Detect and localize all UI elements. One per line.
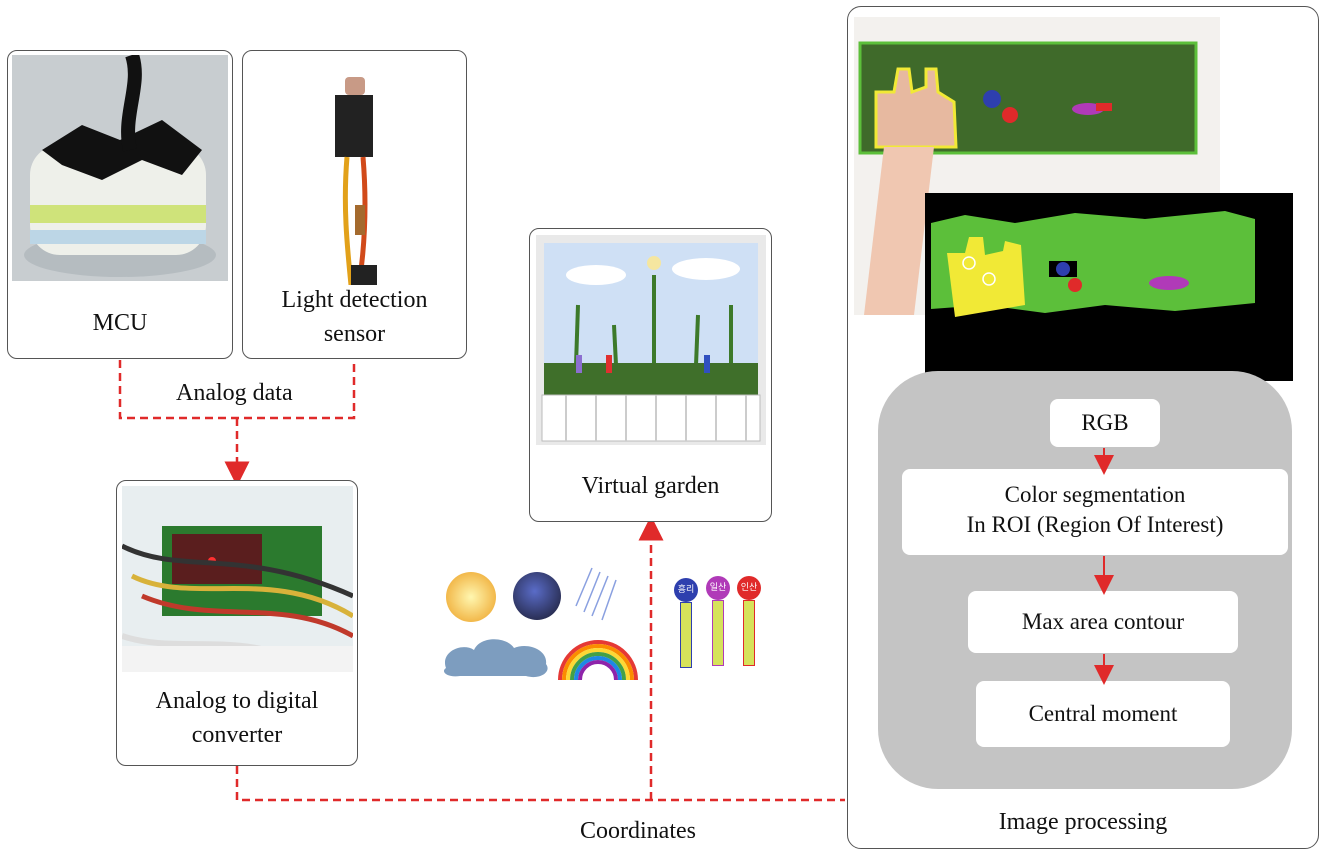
stick-tag-red-label: 인산 xyxy=(737,576,761,600)
stick-tag-blue-label: 흥리 xyxy=(674,578,698,602)
mcu-photo xyxy=(12,55,228,281)
stick-tag-red: 인산 xyxy=(737,576,761,668)
light-sensor-photo xyxy=(247,55,463,285)
adc-box: Analog to digital converter xyxy=(116,480,358,766)
light-sensor-label: Light detection sensor xyxy=(243,283,466,351)
light-sensor-label-line1: Light detection xyxy=(281,287,428,313)
cloud-icon xyxy=(443,639,548,678)
step-color-segmentation: Color segmentation In ROI (Region Of Int… xyxy=(902,469,1288,555)
step-rgb: RGB xyxy=(1050,399,1160,447)
light-sensor-label-line2: sensor xyxy=(323,321,386,347)
stick-tag-purple-label: 일산 xyxy=(706,576,730,600)
step-max-area-contour: Max area contour xyxy=(968,591,1238,653)
image-processing-panel: RGB Color segmentation In ROI (Region Of… xyxy=(847,6,1319,849)
adc-photo xyxy=(122,486,353,672)
rainbow-icon xyxy=(558,640,638,681)
light-sensor-box: Light detection sensor xyxy=(242,50,467,359)
adc-label-line2: converter xyxy=(191,722,283,748)
stick-tag-purple: 일산 xyxy=(706,576,730,668)
coordinates-line xyxy=(235,766,845,802)
virtual-garden-photo xyxy=(536,235,766,445)
pipeline-arrows xyxy=(1094,448,1114,685)
virtual-garden-box: Virtual garden xyxy=(529,228,772,522)
moon-icon xyxy=(513,572,561,620)
virtual-garden-label: Virtual garden xyxy=(581,473,720,499)
coordinates-label: Coordinates xyxy=(580,818,696,844)
stick-tag-blue: 흥리 xyxy=(674,578,698,670)
sun-icon xyxy=(446,572,496,622)
adc-label: Analog to digital converter xyxy=(117,684,357,752)
mcu-box: MCU xyxy=(7,50,233,359)
mcu-label: MCU xyxy=(92,310,148,336)
image-processing-label: Image processing xyxy=(998,809,1168,835)
segmentation-result xyxy=(925,193,1293,381)
analog-data-label: Analog data xyxy=(176,380,293,406)
rain-icon xyxy=(575,567,617,621)
adc-label-line1: Analog to digital xyxy=(155,688,319,714)
step-central-moment: Central moment xyxy=(976,681,1230,747)
